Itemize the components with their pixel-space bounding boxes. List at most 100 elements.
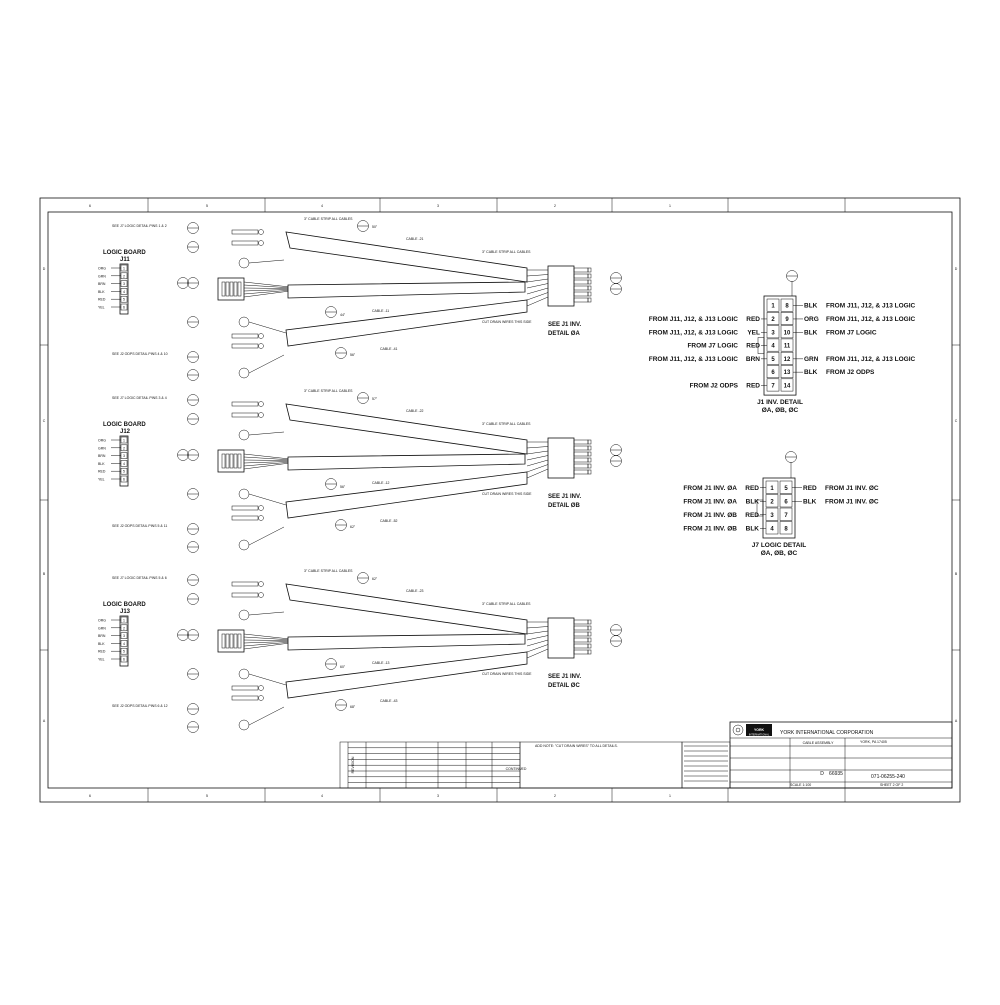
j1-detail-pin-number: 6 [771, 370, 775, 376]
cable-bottom-label: CABLE -43 [380, 699, 398, 703]
pin-number: 6 [123, 478, 125, 482]
company-name: YORK INTERNATIONAL CORPORATION [780, 730, 874, 736]
plug-contact [233, 633, 238, 649]
j7-detail-wire-color: RED [745, 512, 759, 519]
cable-bottom-label: CABLE -52 [380, 519, 398, 523]
zone-letter-left: B [43, 572, 46, 576]
wire [243, 641, 291, 647]
zone-letter-left: C [43, 419, 46, 423]
plug-contact [229, 281, 234, 297]
ring-terminal [238, 488, 250, 500]
j7-detail-wire-color: BLK [803, 498, 817, 505]
wire [243, 287, 291, 289]
note-top: SEE J7 LOGIC DETAIL PINS 1 & 2 [112, 224, 167, 228]
wire [248, 611, 285, 616]
zone-number-bottom: 1 [669, 794, 671, 798]
terminal-eye [258, 343, 264, 349]
item-balloon [335, 699, 347, 711]
ring-terminal-lead [231, 695, 259, 701]
zone-number-bottom: 5 [206, 794, 208, 798]
zone-number-bottom: 2 [554, 794, 556, 798]
pin-number: 3 [123, 454, 125, 458]
j7-detail-latch [756, 499, 764, 517]
j1-detail-pin-cell [766, 338, 780, 352]
wire [248, 673, 287, 686]
wire-color-label: BLK [98, 290, 105, 294]
wire-color-label: BRN [98, 634, 106, 638]
board-connector [119, 263, 129, 315]
terminal-eye [258, 412, 264, 418]
item-balloon [325, 658, 337, 670]
plug-housing [217, 629, 245, 653]
item-balloon [187, 574, 199, 586]
j7-detail-pin-cell [765, 480, 779, 494]
j1-detail-pin-cell [780, 351, 794, 365]
j7-detail-pin-number: 2 [770, 499, 774, 505]
item-balloon [187, 593, 199, 605]
pin-number: 4 [123, 642, 125, 646]
wire-color-label: GRN [98, 446, 106, 450]
j1-detail-pin-number: 12 [784, 357, 791, 363]
connector-pin-out [573, 439, 589, 445]
ring-terminal-lead [231, 412, 259, 418]
cable-middle-length: 44" [340, 313, 346, 317]
wire [526, 274, 549, 277]
terminal-eye [258, 515, 264, 521]
terminal-eye [258, 229, 264, 235]
wire [243, 290, 291, 298]
york-circle-icon [732, 724, 744, 736]
plug-contact [225, 453, 230, 469]
wire-color-label: BRN [98, 454, 106, 458]
wire-color-label: GRN [98, 626, 106, 630]
cable-top-label: CABLE -23 [406, 589, 424, 593]
wire [243, 636, 291, 641]
j1-detail-pin-number: 4 [771, 344, 775, 350]
cut-drain-note: CUT DRAIN WIRES THIS SIDE [482, 672, 532, 676]
detail-label: DETAIL ØB [548, 503, 580, 509]
wire [243, 633, 291, 640]
item-balloon [187, 449, 199, 461]
wire [526, 292, 549, 301]
j1-detail-pin-cell [780, 365, 794, 379]
connector-label: J11 [120, 257, 130, 263]
item-balloon [187, 668, 199, 680]
j1-detail-wire-color: BLK [804, 329, 818, 336]
j1-detail-pin-number: 7 [771, 383, 775, 389]
see-inverter-label: SEE J1 INV. [548, 322, 581, 328]
wire [248, 354, 285, 374]
ring-terminal-lead [231, 240, 259, 246]
j1-detail-pin-number: 13 [784, 370, 791, 376]
j7-detail-pin-cell [765, 507, 779, 521]
plug-contact [233, 281, 238, 297]
cable-middle-label: CABLE -11 [372, 309, 389, 313]
connector-pin-out [573, 463, 589, 469]
board-connector [119, 615, 129, 667]
wire-color-label: ORG [98, 439, 106, 443]
company-city: YORK, PA 17405 [860, 740, 887, 744]
wire [526, 630, 549, 635]
notes-box [519, 741, 683, 789]
j1-detail-wire-color: RED [746, 382, 760, 389]
see-inverter-label: SEE J1 INV. [548, 674, 581, 680]
pin-tip [587, 445, 592, 451]
j1-detail-source-label: FROM J2 ODPS [690, 382, 739, 389]
ring-terminal [238, 367, 250, 379]
j1-detail-wire-color: BLK [804, 303, 818, 310]
j1-detail-pin-cell [780, 338, 794, 352]
note-bottom: SEE J2 ODPS DETAIL PINS 5 & 11 [112, 524, 167, 528]
j1-detail-pin-number: 9 [785, 317, 789, 323]
wire-color-label: RED [98, 650, 106, 654]
connector-label: J13 [120, 609, 131, 615]
j7-detail-pin-number: 7 [784, 513, 788, 519]
terminal-eye [258, 581, 264, 587]
wire [526, 464, 549, 473]
item-balloon [610, 635, 622, 647]
zone-number-bottom: 6 [89, 794, 91, 798]
terminal-eye [258, 685, 264, 691]
cable-strip-note: 3" CABLE STRIP ALL CABLES [482, 602, 531, 606]
j1-detail-source-label: FROM J11, J12, & J13 LOGIC [826, 303, 916, 310]
